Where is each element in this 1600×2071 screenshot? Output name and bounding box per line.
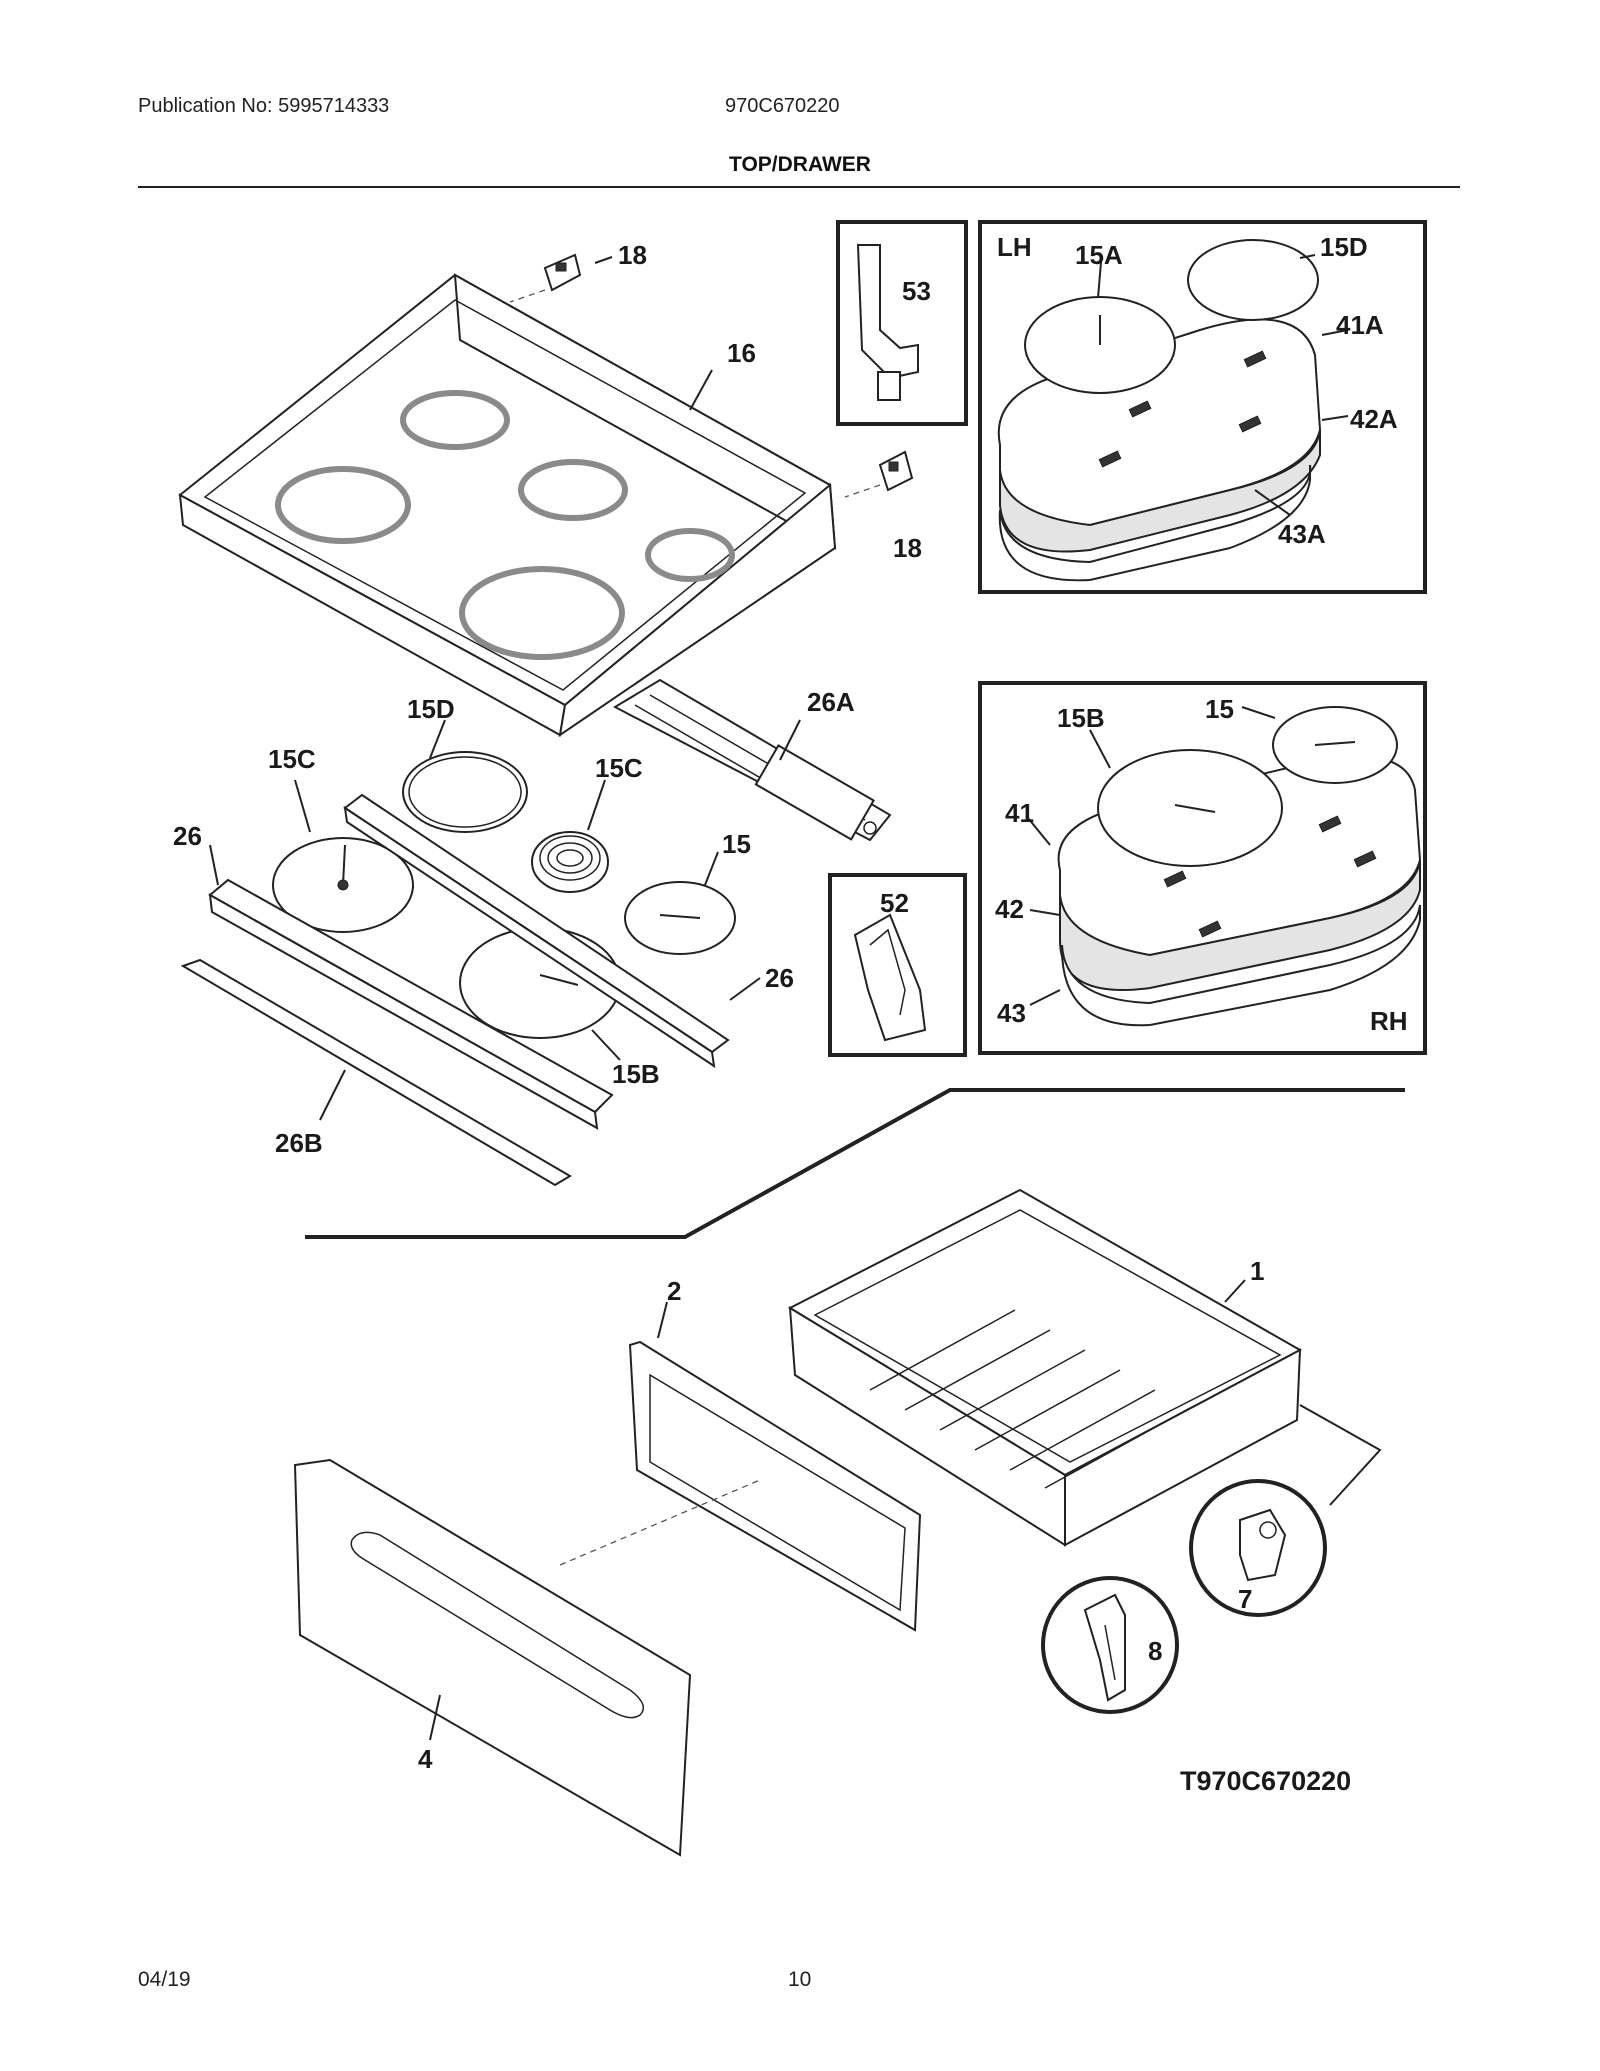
- inset-box-rh: [978, 681, 1427, 1055]
- element-part-15[interactable]: [624, 881, 736, 955]
- callout-15b-inset: 15B: [1057, 703, 1105, 733]
- callout-15d-inset: 15D: [1320, 232, 1368, 262]
- callout-lh: LH: [997, 232, 1032, 262]
- latch-part-8[interactable]: [1083, 1593, 1126, 1702]
- callout-18-top: 18: [618, 240, 647, 270]
- callout-43a: 43A: [1278, 519, 1326, 549]
- callout-53: 53: [902, 276, 931, 306]
- callout-1: 1: [1250, 1256, 1264, 1286]
- callout-2: 2: [667, 1276, 681, 1306]
- publication-number: Publication No: 5995714333: [138, 95, 390, 117]
- footer-date: 04/19: [138, 1968, 191, 1991]
- bracket-part-53[interactable]: [856, 244, 919, 401]
- section-divider: [305, 1088, 1405, 1239]
- page-title: TOP/DRAWER: [729, 153, 871, 176]
- diagram-code: T970C670220: [1180, 1766, 1351, 1796]
- switch-part-52[interactable]: [853, 913, 927, 1042]
- model-number: 970C670220: [725, 95, 840, 117]
- callout-26b: 26B: [275, 1128, 323, 1158]
- element-part-15C-radiant[interactable]: [272, 837, 414, 933]
- detail-leader-7: [1299, 1404, 1382, 1506]
- element-assembly-lh[interactable]: [997, 239, 1322, 582]
- callout-7: 7: [1238, 1584, 1252, 1614]
- callout-16: 16: [727, 338, 756, 368]
- callout-15d: 15D: [407, 694, 455, 724]
- drawer-panel-part-2[interactable]: [628, 1340, 922, 1632]
- callout-43: 43: [997, 998, 1026, 1028]
- harness-part-26A[interactable]: [612, 678, 892, 842]
- bracket-part-18-right[interactable]: [878, 450, 914, 492]
- callout-26-left: 26: [173, 821, 202, 851]
- element-part-15C-coil[interactable]: [531, 831, 609, 893]
- element-assembly-rh[interactable]: [1057, 706, 1422, 1027]
- callout-8: 8: [1148, 1636, 1162, 1666]
- inset-box-52: [828, 873, 967, 1057]
- callout-41a: 41A: [1336, 310, 1384, 340]
- callout-42a: 42A: [1350, 404, 1398, 434]
- callout-labels: 18 16 53 18 LH 15A 15D 41A 42A 43A 15D 2…: [173, 232, 1408, 1796]
- support-part-26[interactable]: [208, 793, 730, 1130]
- callout-26-right: 26: [765, 963, 794, 993]
- clip-part-7[interactable]: [1239, 1508, 1287, 1582]
- callout-4: 4: [418, 1744, 433, 1774]
- element-part-15D[interactable]: [402, 751, 528, 833]
- callout-15c-mid: 15C: [595, 753, 643, 783]
- callout-26a: 26A: [807, 687, 855, 717]
- leader-lines: [209, 254, 1349, 1741]
- footer-page-number: 10: [788, 1968, 812, 1991]
- bracket-part-18-top[interactable]: [543, 253, 582, 292]
- callout-15a: 15A: [1075, 240, 1123, 270]
- callout-42: 42: [995, 894, 1024, 924]
- callout-15b: 15B: [612, 1059, 660, 1089]
- inset-box-53: [836, 220, 968, 426]
- callout-15-mid: 15: [722, 829, 751, 859]
- inset-box-lh: [978, 220, 1427, 594]
- callout-52: 52: [880, 888, 909, 918]
- cooktop-part-16[interactable]: [178, 273, 837, 738]
- trim-part-26B[interactable]: [180, 958, 572, 1187]
- header-divider: [138, 186, 1460, 188]
- drawer-body-part-1[interactable]: [787, 1188, 1303, 1547]
- callout-rh: RH: [1370, 1006, 1408, 1036]
- callout-18-right: 18: [893, 533, 922, 563]
- callout-41: 41: [1005, 798, 1034, 828]
- drawer-front-part-4[interactable]: [293, 1458, 692, 1857]
- callout-15c-left: 15C: [268, 744, 316, 774]
- callout-15-inset: 15: [1205, 694, 1234, 724]
